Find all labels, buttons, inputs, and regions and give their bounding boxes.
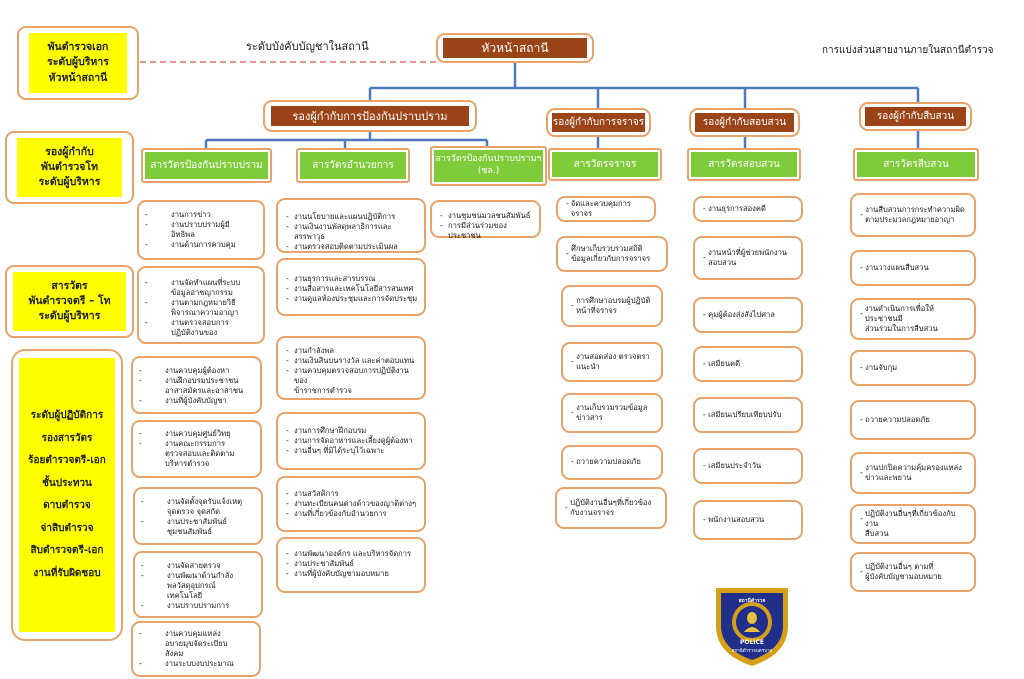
inquiry-task-2: - งานหน้าที่ผู้ช่วยพนักงาน สอบสวน	[693, 236, 803, 280]
investigation-task-5: - ถวายความปลอดภัย	[850, 400, 976, 440]
col2-box-1: งานนโยบายและแผนปฏิบัติการงานเงินงานพัสดุ…	[276, 198, 426, 253]
inquiry-task-4: - เสมียนคดี	[693, 346, 803, 382]
inquiry-task-7: - พนักงานสอบสวน	[693, 500, 803, 540]
right-caption: การแบ่งส่วนสายงานภายในสถานีตำรวจ	[822, 45, 994, 56]
col1-box-2: งานจัดทำแผนที่ระบบ ข้อมูลอาชญากรรมงานตาม…	[137, 266, 265, 344]
inspector-investigation: สารวัตรสืบสวน	[853, 148, 979, 181]
col2-box-5: งานสวัสดิการงานทะเบียนคนต่างด้าวของญาติต…	[276, 476, 426, 532]
inspector-inquiry: สารวัตรสอบสวน	[687, 148, 801, 181]
deputy-prevention: รองผู้กำกับการป้องกันปราบปราม	[263, 100, 477, 132]
investigation-task-7: - ปฏิบัติงานอื่นๆที่เกี่ยวข้องกับงาน สืบ…	[850, 504, 976, 544]
col1-box-7: งานควบคุมแหล่ง อบายมุขจัดระเบียบ สังคมงา…	[131, 621, 261, 677]
emblem-mid-text: POLICE	[740, 639, 764, 646]
investigation-task-6: - งานปกปิดความคุ้มครองแหล่ง ข่าวและพยาน	[850, 452, 976, 494]
col2-box-4: งานการศึกษาฝึกอบรมงานการจัดอาหารและเลี้ย…	[276, 412, 426, 470]
inspector-community: สารวัตรป้องกันปราบปรามฯ (ชล.)	[430, 146, 547, 186]
deputy-traffic: รองผู้กำกับการจราจร	[546, 108, 651, 137]
traffic-task-6: - ถวายความปลอดภัย	[561, 445, 663, 480]
label-deputy-text: รองผู้กำกับ พันตำรวจโท ระดับผู้บริหาร	[17, 138, 122, 197]
label-inspector-text: สารวัตร พันตำรวจตรี – โท ระดับผู้บริหาร	[13, 272, 126, 331]
inspector-admin: สารวัตรอำนวยการ	[296, 148, 410, 183]
label-superintendent-text: พันตำรวจเอก ระดับผู้บริหาร หัวหน้าสถานี	[29, 33, 127, 93]
label-operations-text: ระดับผู้ปฏิบัติการ รองสารวัตร ร้อยตำรวจต…	[19, 358, 115, 632]
inspector-traffic: สารวัตรจราจร	[548, 148, 662, 181]
emblem-bottom-text: สถานีตำรวจนครบาล	[732, 647, 773, 654]
col1-box-3: งานควบคุมผู้ต้องหางานฝึกอบรมประชาชน อาสา…	[131, 356, 262, 414]
col1-box-6: งานจัดสายตรวจงานพัฒนาด้านกำลัง พลวัสดุอุ…	[133, 551, 263, 618]
col3-box-1: งานชุมชนมวลชนสัมพันธ์การมีส่วนร่วมของประ…	[430, 200, 541, 240]
investigation-task-2: - งานวางแผนสืบสวน	[850, 250, 976, 286]
label-inspector: สารวัตร พันตำรวจตรี – โท ระดับผู้บริหาร	[5, 265, 134, 338]
station-head-frame: หัวหน้าสถานี	[436, 33, 594, 63]
traffic-task-7: - ปฏิบัติงานอื่นๆที่เกี่ยวข้อง กับงานจรา…	[555, 487, 667, 529]
inspector-prevention: สารวัตรป้องกันปราบปราม	[141, 148, 272, 183]
left-caption: ระดับบังคับบัญชาในสถานี	[246, 40, 369, 53]
station-head: หัวหน้าสถานี	[443, 38, 587, 58]
deputy-investigation: รองผู้กำกับสืบสวน	[859, 102, 972, 131]
col1-box-1: งานการข่าวงานปราบปรามผู้มี อิทธิพลงานด้า…	[137, 200, 265, 260]
investigation-task-1: - งานสืบสวนการกระทำความผิด ตามประมวลกฎหม…	[850, 193, 976, 237]
traffic-task-3: - การศึกษาอบรมผู้ปฏิบัติ หน้าที่จราจร	[561, 285, 663, 327]
emblem-top-text: สถานีตำรวจ	[739, 597, 766, 604]
col1-box-4: งานควบคุมศูนย์วิทยุงานคณะกรรมการ ตรวจสอบ…	[131, 420, 262, 478]
deputy-inquiry: รองผู้กำกับสอบสวน	[689, 108, 800, 137]
police-emblem-icon: สถานีตำรวจ POLICE สถานีตำรวจนครบาล	[716, 588, 788, 666]
traffic-task-2: - ศึกษาเก็บรวบรวมสถิติ ข้อมูลเกี่ยวกับกา…	[556, 236, 668, 272]
investigation-task-8: - ปฏิบัติงานอื่นๆ ตามที่ ผู้บังคับบัญชาม…	[850, 552, 976, 592]
inquiry-task-3: - คุมผู้ต้องส่งสังไปศาล	[693, 297, 803, 333]
inquiry-task-6: - เสมียนประจำวัน	[693, 448, 803, 484]
col1-box-5: งานจัดตั้งจุดรับแจ้งเหตุ จุดตรวจ จุดสกัด…	[133, 487, 263, 545]
traffic-task-5: - งานเก็บรวมรวมข้อมูล ข่าวสาร	[561, 393, 663, 433]
label-deputy: รองผู้กำกับ พันตำรวจโท ระดับผู้บริหาร	[5, 131, 134, 204]
inquiry-task-1: - งานธุรการสองคดี	[693, 196, 803, 222]
inquiry-task-5: - เสมียนเปรียบเทียบปรับ	[693, 397, 803, 433]
label-superintendent: พันตำรวจเอก ระดับผู้บริหาร หัวหน้าสถานี	[17, 26, 139, 100]
traffic-task-1: - จัดและควบคุมการจราจร	[556, 196, 656, 222]
col2-box-2: งานธุรการและสารบรรณงานสื่อสารและเทคโนโลย…	[276, 258, 426, 316]
investigation-task-4: - งานจับกุม	[850, 350, 976, 386]
col2-box-3: งานกำลังพลงานเงินสินบนรางวัล และค่าตอบแท…	[276, 336, 426, 400]
investigation-task-3: - งานดำเนินการเพื่อให้ประชาชนมี ส่วนร่วม…	[850, 298, 976, 340]
label-operations: ระดับผู้ปฏิบัติการ รองสารวัตร ร้อยตำรวจต…	[11, 349, 123, 641]
traffic-task-4: - งานสอดส่อง ตรวจตรา แนะนำ	[561, 342, 663, 382]
col2-box-6: งานพัฒนาองค์กร และบริหารจัดการงานประชาสั…	[276, 537, 426, 593]
